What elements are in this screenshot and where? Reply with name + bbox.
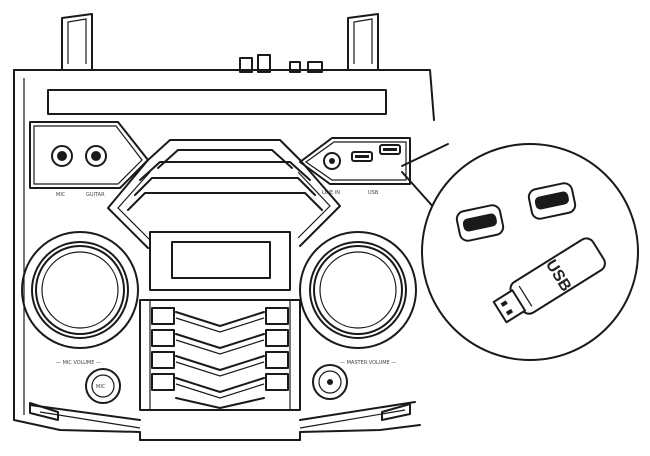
handles (61, 13, 379, 71)
svg-text:MIC: MIC (56, 192, 66, 198)
knob-icon: — MASTER VOLUME — (312, 360, 396, 400)
svg-text:— MASTER VOLUME —: — MASTER VOLUME — (340, 360, 396, 366)
top-controls (239, 54, 323, 73)
button-panel (139, 299, 301, 411)
speaker-body (13, 69, 435, 441)
svg-text:— MIC VOLUME —: — MIC VOLUME — (56, 360, 101, 366)
center-display (149, 231, 291, 291)
top-slot (47, 89, 387, 115)
speaker-icon (21, 231, 139, 349)
left-input-panel: MIC GUITAR (29, 121, 149, 198)
right-input-panel: LINE IN USB (299, 137, 411, 196)
usb-flash-drive-icon: USB (492, 237, 606, 324)
svg-text:MIC: MIC (96, 384, 106, 390)
knob-icon: MIC — MIC VOLUME — (56, 360, 121, 404)
center-grille (107, 139, 341, 249)
callout-lines (401, 143, 449, 211)
usb-port-icon (527, 182, 577, 220)
usb-port-icon (455, 204, 505, 242)
svg-text:LINE IN: LINE IN (322, 190, 340, 196)
svg-text:GUITAR: GUITAR (86, 192, 105, 198)
svg-text:USB: USB (368, 190, 379, 196)
zoom-callout: USB (421, 143, 639, 361)
speaker-icon (299, 231, 417, 349)
